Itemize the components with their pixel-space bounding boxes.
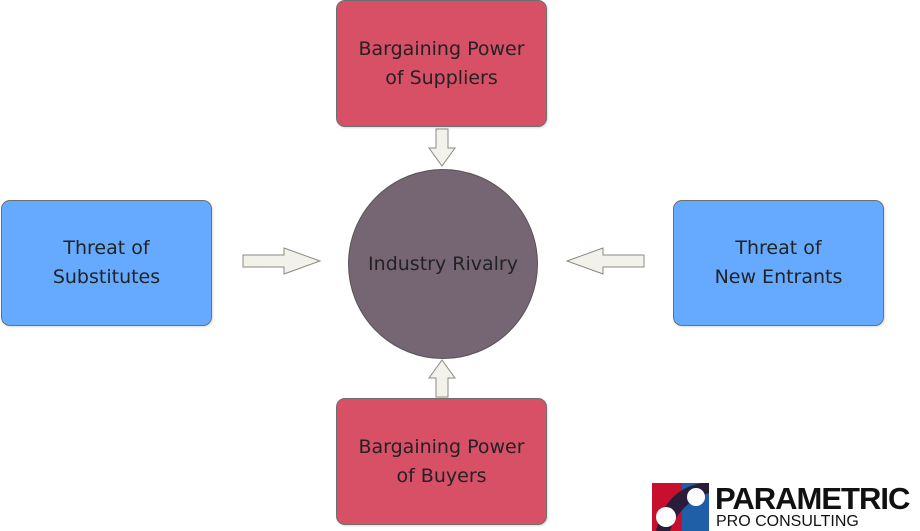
buyers-label: Bargaining Power of Buyers [358,433,524,491]
down-arrow-icon [428,128,456,167]
bargaining-power-of-suppliers-box: Bargaining Power of Suppliers [336,0,547,127]
parametric-logo: PARAMETRIC PRO CONSULTING [652,481,920,531]
logo-title: PARAMETRIC [715,481,910,516]
suppliers-label-line-2: of Suppliers [385,66,498,89]
threat-of-substitutes-box: Threat of Substitutes [1,200,212,326]
substitutes-label-line-2: Substitutes [52,266,161,288]
entrants-label-line-1: Threat of [735,237,822,259]
threat-of-new-entrants-box: Threat of New Entrants [673,200,884,326]
up-arrow-icon [428,359,456,398]
industry-rivalry-label: Industry Rivalry [368,253,518,275]
logo-subtitle: PRO CONSULTING [716,513,859,530]
suppliers-label-line-1: Bargaining Power [358,37,525,60]
substitutes-label: Threat of Substitutes [53,234,160,292]
entrants-label: Threat of New Entrants [715,234,843,292]
left-arrow-icon [565,247,645,275]
entrants-label-line-2: New Entrants [714,266,843,288]
suppliers-label: Bargaining Power of Suppliers [358,35,524,93]
substitutes-label-line-1: Threat of [63,237,150,259]
right-arrow-icon [242,247,322,275]
industry-rivalry-circle: Industry Rivalry [348,169,538,359]
bargaining-power-of-buyers-box: Bargaining Power of Buyers [336,398,547,525]
buyers-label-line-1: Bargaining Power [358,435,525,458]
parametric-logo-mark-icon [652,483,709,531]
buyers-label-line-2: of Buyers [396,464,487,487]
